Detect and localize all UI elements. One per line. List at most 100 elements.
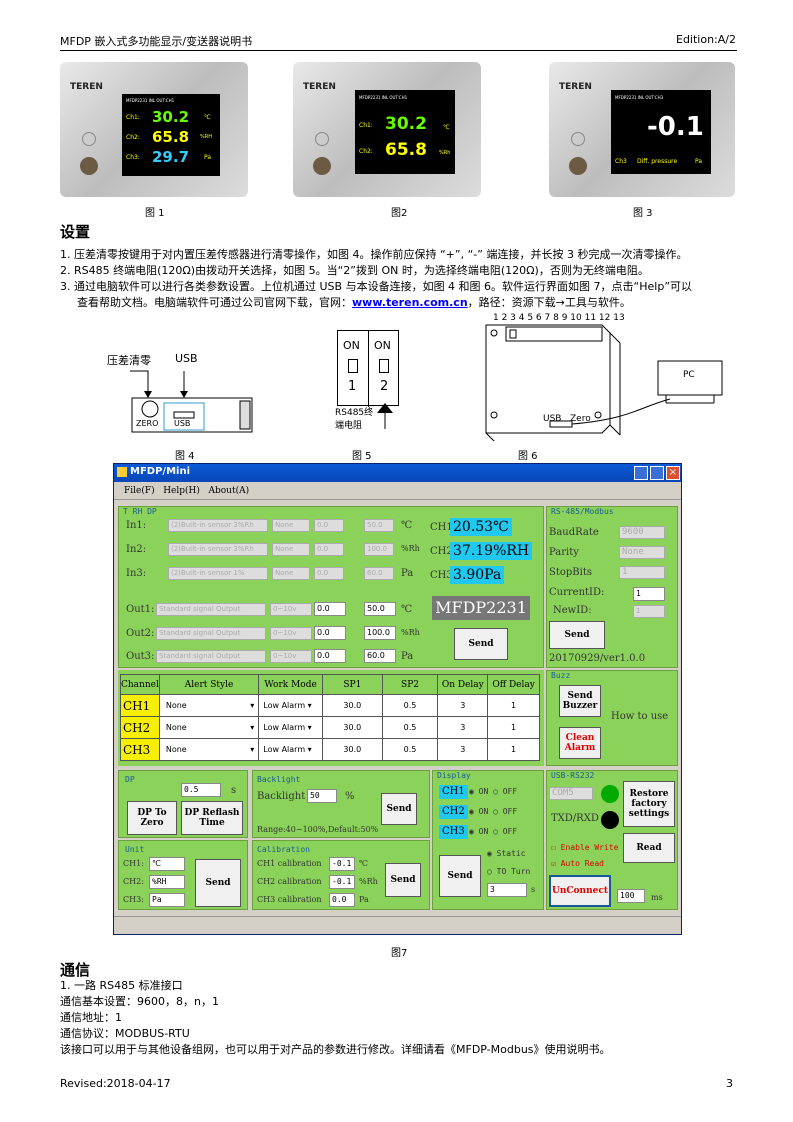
unit-select[interactable]: Pa xyxy=(149,893,185,907)
in-sensor-select[interactable]: (2)Built-in sensor 3%Rh xyxy=(168,519,268,532)
in-lo-input[interactable]: 0.0 xyxy=(314,519,344,532)
calib-input[interactable]: -0.1 xyxy=(329,875,355,889)
send-buzzer-button[interactable]: Send Buzzer xyxy=(559,685,601,717)
unit-select[interactable]: ℃ xyxy=(149,857,185,871)
out-hi-input[interactable]: 100.0 xyxy=(364,626,396,640)
on-delay-input[interactable]: 3 xyxy=(437,738,489,761)
lcd-value: -0.1 xyxy=(647,112,704,142)
turn-interval-select[interactable]: 3 xyxy=(487,883,527,897)
in-type-select[interactable]: None xyxy=(272,519,310,532)
static-radio[interactable]: ◉ Static xyxy=(487,849,526,858)
trh-send-button[interactable]: Send xyxy=(454,628,508,660)
maximize-icon[interactable] xyxy=(650,466,664,480)
current-id-input[interactable]: 1 xyxy=(633,587,665,601)
off-delay-input[interactable]: 1 xyxy=(487,738,540,761)
out-range-select[interactable]: 0~10v xyxy=(270,627,312,640)
sp1-input[interactable]: 30.0 xyxy=(321,716,383,739)
calib-send-button[interactable]: Send xyxy=(385,863,421,897)
out-range-select[interactable]: 0~10v xyxy=(270,603,312,616)
out-hi-input[interactable]: 60.0 xyxy=(364,649,396,663)
chevron-down-icon: ▾ xyxy=(250,701,255,710)
backlight-panel: Backlight Backlight 50 % Send Range:40~1… xyxy=(252,770,430,838)
settings-text: 查看帮助文档。电脑端软件可通过公司官网下载，官网： xyxy=(77,296,352,309)
display-ch-toggle[interactable]: ◉ ON ○ OFF xyxy=(469,807,518,816)
new-id-input[interactable]: 1 xyxy=(633,605,665,618)
clean-alarm-button[interactable]: Clean Alarm xyxy=(559,727,601,759)
turn-radio[interactable]: ○ TO Turn xyxy=(487,867,531,876)
unit-label: CH2: xyxy=(123,877,144,886)
brand-logo: TEREN xyxy=(303,82,336,92)
close-icon[interactable]: × xyxy=(666,466,680,480)
sp1-input[interactable]: 30.0 xyxy=(321,694,383,717)
menu-about[interactable]: About(A) xyxy=(208,486,250,496)
calib-input[interactable]: 0.0 xyxy=(329,893,355,907)
alert-style-select[interactable]: None ▾ xyxy=(158,694,260,717)
read-button[interactable]: Read xyxy=(623,833,675,863)
in-hi-input[interactable]: 50.0 xyxy=(364,519,394,532)
lcd-unit: %Rh xyxy=(439,150,451,156)
out-unit: ℃ xyxy=(401,604,413,615)
out-signal-select[interactable]: Standard signal Output xyxy=(156,603,266,616)
minimize-icon[interactable] xyxy=(634,466,648,480)
display-ch-toggle[interactable]: ◉ ON ○ OFF xyxy=(469,787,518,796)
calib-unit: ℃ xyxy=(359,859,368,868)
work-mode-select[interactable]: Low Alarm ▾ xyxy=(258,738,323,761)
interval-input[interactable]: 100 xyxy=(617,889,645,903)
dp-zero-button[interactable]: DP To Zero xyxy=(127,801,177,835)
col-header: Channel xyxy=(120,674,160,695)
on-delay-input[interactable]: 3 xyxy=(437,716,489,739)
in-sensor-select[interactable]: (2)Built-in sensor 3%Rh xyxy=(168,543,268,556)
com-port-select[interactable]: COM5 xyxy=(549,787,593,800)
stopbits-select[interactable]: 1 xyxy=(619,566,665,579)
on-delay-input[interactable]: 3 xyxy=(437,694,489,717)
rs485-send-button[interactable]: Send xyxy=(549,621,605,649)
unit-select[interactable]: %RH xyxy=(149,875,185,889)
in-hi-input[interactable]: 100.0 xyxy=(364,543,394,556)
menu-file[interactable]: File(F) xyxy=(124,486,155,496)
restore-factory-button[interactable]: Restore factory settings xyxy=(623,781,675,827)
in-sensor-select[interactable]: (2)Built-in sensor 1% xyxy=(168,567,268,580)
in-type-select[interactable]: None xyxy=(272,567,310,580)
backlight-input[interactable]: 50 xyxy=(307,789,337,803)
sp2-input[interactable]: 0.5 xyxy=(381,738,439,761)
off-delay-input[interactable]: 1 xyxy=(487,694,540,717)
alert-style-select[interactable]: None ▾ xyxy=(158,716,260,739)
in-lo-input[interactable]: 0.0 xyxy=(314,543,344,556)
enable-write-checkbox[interactable]: ☐ Enable Write xyxy=(551,843,619,852)
in-type-select[interactable]: None xyxy=(272,543,310,556)
work-mode-select[interactable]: Low Alarm ▾ xyxy=(258,694,323,717)
out-lo-input[interactable]: 0.0 xyxy=(314,649,346,663)
unconnect-button[interactable]: UnConnect xyxy=(549,875,611,907)
in-hi-input[interactable]: 60.0 xyxy=(364,567,394,580)
out-unit: %Rh xyxy=(401,628,420,637)
out-signal-select[interactable]: Standard signal Output xyxy=(156,627,266,640)
display-send-button[interactable]: Send xyxy=(439,855,481,897)
in-lo-input[interactable]: 0.0 xyxy=(314,567,344,580)
status-led-black-icon xyxy=(601,811,619,829)
out-hi-input[interactable]: 50.0 xyxy=(364,602,396,616)
auto-read-checkbox[interactable]: ☑ Auto Read xyxy=(551,859,604,868)
out-range-select[interactable]: 0~10v xyxy=(270,650,312,663)
website-link[interactable]: www.teren.com.cn xyxy=(352,296,468,309)
out-lo-input[interactable]: 0.0 xyxy=(314,602,346,616)
menu-help[interactable]: Help(H) xyxy=(163,486,200,496)
out-signal-select[interactable]: Standard signal Output xyxy=(156,650,266,663)
backlight-send-button[interactable]: Send xyxy=(381,793,417,825)
dp-reflash-button[interactable]: DP Reflash Time xyxy=(181,801,243,835)
alert-style-select[interactable]: None ▾ xyxy=(158,738,260,761)
sp1-input[interactable]: 30.0 xyxy=(321,738,383,761)
sp2-input[interactable]: 0.5 xyxy=(381,694,439,717)
off-label: OFF xyxy=(502,787,518,796)
off-delay-input[interactable]: 1 xyxy=(487,716,540,739)
calib-input[interactable]: -0.1 xyxy=(329,857,355,871)
dp-time-select[interactable]: 0.5 xyxy=(181,783,221,797)
backlight-range: Range:40~100%,Default:50% xyxy=(257,825,379,834)
work-mode-select[interactable]: Low Alarm ▾ xyxy=(258,716,323,739)
baud-select[interactable]: 9600 xyxy=(619,526,665,539)
parity-select[interactable]: None xyxy=(619,546,665,559)
sp2-input[interactable]: 0.5 xyxy=(381,716,439,739)
display-panel: Display CH1 ◉ ON ○ OFF CH2 ◉ ON ○ OFF CH… xyxy=(432,770,544,910)
unit-send-button[interactable]: Send xyxy=(195,859,241,907)
out-lo-input[interactable]: 0.0 xyxy=(314,626,346,640)
display-ch-toggle[interactable]: ◉ ON ○ OFF xyxy=(469,827,518,836)
